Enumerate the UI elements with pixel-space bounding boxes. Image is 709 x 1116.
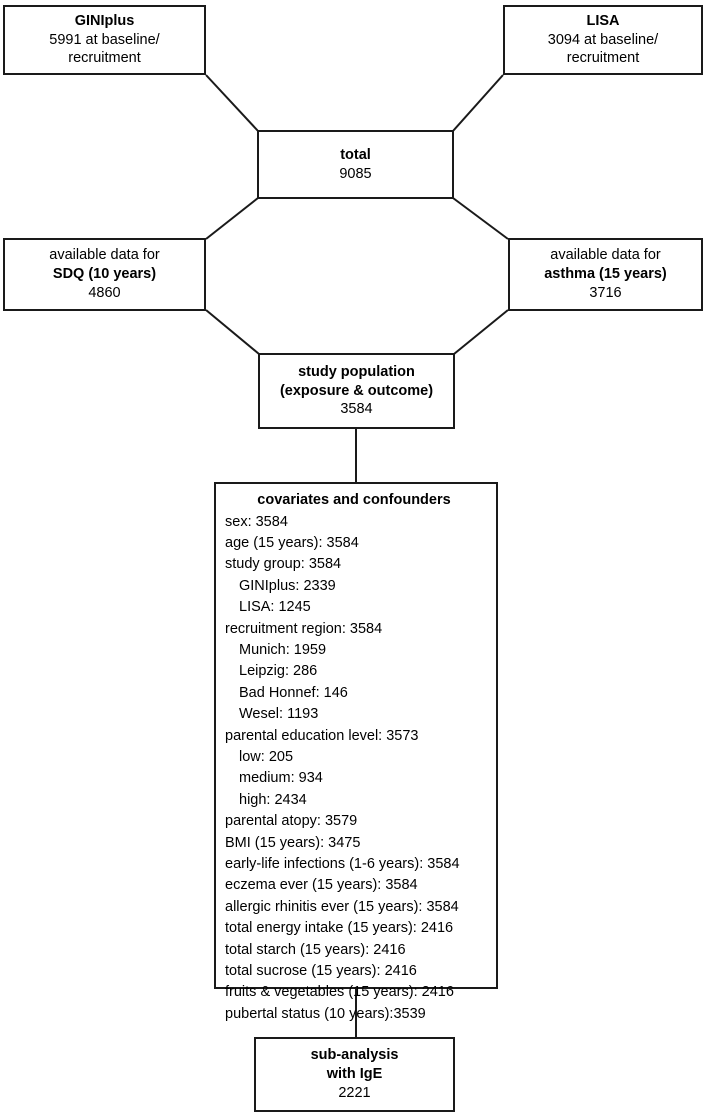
- covariate-item: age (15 years): 3584: [225, 534, 359, 551]
- covariate-item: recruitment region: 3584: [225, 620, 383, 637]
- covariate-item: Leipzig: 286: [239, 663, 318, 680]
- node-giniplus-line-3: recruitment: [68, 50, 141, 67]
- covariates-title: covariates and confounders: [257, 492, 451, 508]
- node-study-population: study population (exposure & outcome) 35…: [258, 353, 455, 429]
- covariate-item: Wesel: 1193: [239, 706, 319, 723]
- node-study-population-line-3: 3584: [340, 401, 373, 418]
- node-giniplus: GINIplus 5991 at baseline/ recruitment: [3, 5, 206, 75]
- node-lisa-line-2: 3094 at baseline/: [547, 31, 659, 48]
- node-sub-analysis-line-3: 2221: [338, 1084, 371, 1101]
- connector-covariates-to-subanalysis: [355, 987, 357, 1039]
- node-asthma: available data for asthma (15 years) 371…: [508, 238, 703, 311]
- node-total: total 9085: [257, 130, 454, 199]
- covariate-item: eczema ever (15 years): 3584: [225, 877, 418, 894]
- node-lisa-line-1: LISA: [586, 12, 620, 29]
- covariate-item: Munich: 1959: [239, 641, 327, 658]
- node-total-line-1: total: [340, 146, 371, 163]
- connector-studypop-to-covariates: [355, 428, 357, 484]
- node-study-population-line-2: (exposure & outcome): [279, 382, 434, 399]
- node-sub-analysis-line-2: with IgE: [326, 1066, 383, 1083]
- node-lisa-line-3: recruitment: [566, 50, 640, 67]
- covariate-item: LISA: 1245: [239, 599, 311, 616]
- node-giniplus-line-2: 5991 at baseline/: [49, 31, 160, 48]
- node-giniplus-line-1: GINIplus: [74, 12, 135, 29]
- covariate-item: total sucrose (15 years): 2416: [225, 963, 417, 980]
- covariate-item: pubertal status (10 years):3539: [225, 1005, 426, 1022]
- covariate-item: GINIplus: 2339: [239, 577, 336, 594]
- node-asthma-line-2: asthma (15 years): [544, 266, 667, 283]
- node-sdq-line-1: available data for: [49, 247, 160, 264]
- covariate-item: Bad Honnef: 146: [239, 684, 348, 701]
- node-asthma-line-3: 3716: [589, 284, 622, 301]
- node-sub-analysis-line-1: sub-analysis: [310, 1047, 399, 1064]
- covariate-item: study group: 3584: [225, 556, 342, 573]
- covariate-item: allergic rhinitis ever (15 years): 3584: [225, 898, 459, 915]
- node-study-population-line-1: study population: [298, 363, 415, 380]
- node-total-line-2: 9085: [339, 165, 372, 182]
- covariate-item: parental education level: 3573: [225, 727, 419, 744]
- covariate-item: BMI (15 years): 3475: [225, 834, 361, 851]
- node-asthma-line-1: available data for: [550, 247, 661, 264]
- covariate-item: high: 2434: [239, 791, 307, 808]
- covariate-item: early-life infections (1-6 years): 3584: [225, 856, 460, 872]
- node-sub-analysis: sub-analysis with IgE 2221: [254, 1037, 455, 1112]
- covariate-item: parental atopy: 3579: [225, 813, 358, 830]
- node-sdq-line-3: 4860: [88, 284, 121, 301]
- node-sdq-line-2: SDQ (10 years): [52, 266, 157, 283]
- covariate-item: fruits & vegetables (15 years): 2416: [225, 984, 454, 1001]
- node-lisa: LISA 3094 at baseline/ recruitment: [503, 5, 703, 75]
- covariate-item: medium: 934: [239, 770, 323, 787]
- covariate-item: total starch (15 years): 2416: [225, 941, 406, 958]
- covariate-item: total energy intake (15 years): 2416: [225, 920, 454, 937]
- covariate-item: sex: 3584: [225, 513, 288, 530]
- node-sdq: available data for SDQ (10 years) 4860: [3, 238, 206, 311]
- covariates-list: sex: 3584 age (15 years): 3584 study group…: [216, 512, 496, 1026]
- covariate-item: low: 205: [239, 748, 294, 765]
- node-covariates-and-confounders: covariates and confounders sex: 3584 age …: [214, 482, 498, 1022]
